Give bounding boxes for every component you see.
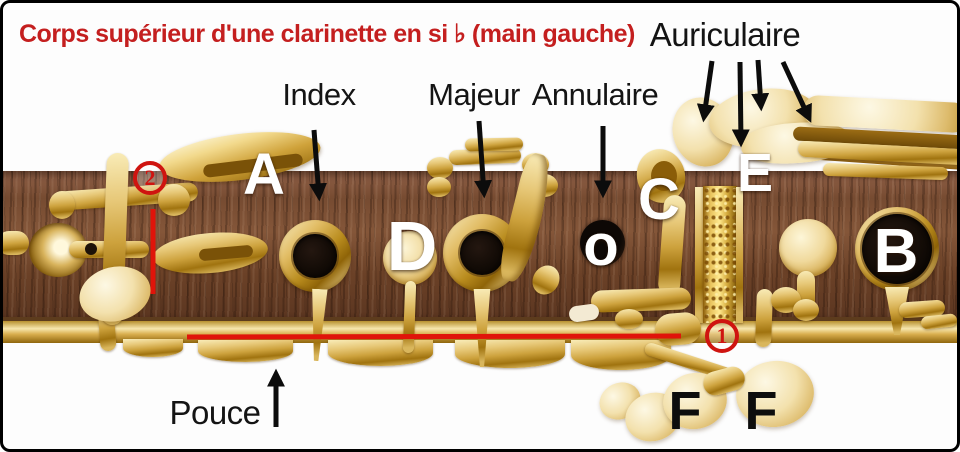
marker-2-number: 2 (144, 165, 156, 190)
label-annulaire: Annulaire (531, 77, 659, 112)
key-letter-d: D (386, 207, 438, 285)
key-letter-f-left: F (668, 381, 702, 441)
c-hook-inner (651, 161, 677, 191)
key-post (427, 177, 451, 197)
marker-circle-1: 1 (705, 319, 739, 353)
annulaire-open-hole (580, 220, 625, 266)
key-scallop (455, 340, 565, 368)
marker-circle-2: 2 (133, 161, 167, 195)
joint-band-edge (695, 187, 703, 323)
key-letter-a: A (243, 142, 285, 207)
c-key-foot (590, 287, 692, 313)
post-plate (464, 137, 524, 152)
d-plateau-key (383, 231, 437, 285)
right-plateau-key (779, 219, 837, 277)
key-scallop (123, 339, 183, 357)
key-post (793, 299, 819, 321)
key-screw (85, 243, 97, 255)
b-tone-hole-ring (855, 207, 939, 291)
key-letter-b: B (873, 217, 919, 286)
index-tone-hole (293, 234, 337, 278)
key-scallop (198, 340, 293, 362)
key-letter-c: C (638, 167, 680, 232)
label-auriculaire: Auriculaire (649, 16, 801, 53)
key-letter-f-right: F (744, 381, 778, 441)
joint-band-edge (736, 187, 743, 323)
key-post (615, 309, 643, 329)
key-post (427, 157, 453, 179)
key-scallop (328, 340, 433, 366)
joint-band-ornate (703, 186, 737, 323)
label-majeur: Majeur (428, 77, 520, 112)
key-letter-e: E (736, 143, 774, 203)
marker-1-number: 1 (716, 323, 728, 348)
b-tone-hole (861, 213, 933, 285)
left-edge-key (3, 231, 29, 255)
majeur-tone-hole (460, 231, 504, 275)
key-post (49, 191, 75, 219)
diagram-title: Corps supérieur d'une clarinette en si ♭… (19, 20, 635, 48)
label-pouce: Pouce (169, 394, 261, 431)
label-index: Index (282, 77, 356, 112)
index-tone-hole-ring (279, 220, 351, 292)
key-post (158, 184, 190, 216)
key-letter-o: o (583, 213, 619, 278)
